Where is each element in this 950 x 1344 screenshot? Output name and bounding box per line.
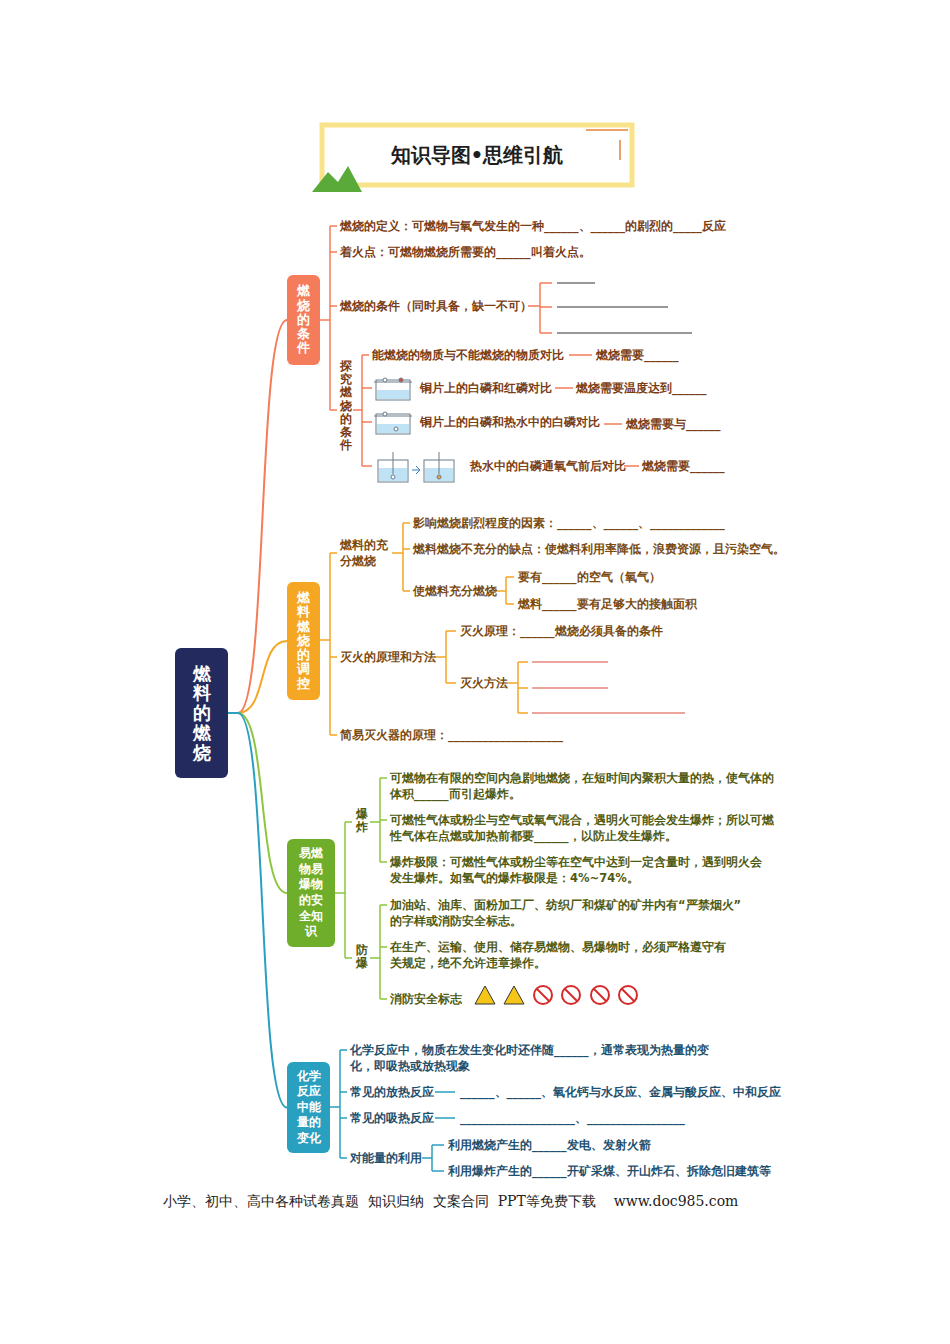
definition-text: 着火点：可燃物燃烧所需要的______叫着火点。 <box>340 244 591 260</box>
branch-text: 探究燃烧的条件 <box>340 360 352 452</box>
section-bracket <box>335 778 387 999</box>
branch-box: 易燃物易爆物的安全知识 <box>287 839 335 947</box>
experiment-text: 热水中的白磷通氧气前后对比 <box>470 458 626 474</box>
point-text: 在生产、运输、使用、储存易燃物、易爆物时，必须严格遵守有关规定，绝不允许违章操作… <box>390 939 730 971</box>
branch-text: 常见的吸热反应 <box>350 1110 434 1126</box>
node-text: 燃料燃烧的调控 <box>297 591 310 691</box>
branch-connector <box>228 713 287 1108</box>
point-text: 燃料燃烧不充分的缺点：使燃料利用率降低，浪费资源，且污染空气。 <box>413 541 785 557</box>
branch-text: 防爆 <box>356 944 368 970</box>
point-text: 化学反应中，物质在发生变化时还伴随______，通常表现为热量的变化，即吸热或放… <box>350 1042 715 1074</box>
point-text: 要有______的空气（氧气） <box>518 569 661 585</box>
definition-text: 燃烧的定义：可燃物与氧气发生的一种______、______的剧烈的_____反… <box>340 218 726 234</box>
branch-text: 常见的放热反应 <box>350 1084 434 1100</box>
conclusion-text: 燃烧需要温度达到______ <box>576 380 707 396</box>
branch-connector <box>228 641 287 713</box>
branch-text: 燃烧的条件（同时具备，缺一不可） <box>340 298 532 314</box>
branch-text: 灭火的原理和方法 <box>340 649 436 665</box>
safety-sign <box>475 986 637 1004</box>
experiment-text: 能燃烧的物质与不能燃烧的物质对比 <box>372 347 564 363</box>
point-text: 燃料______要有足够大的接触面积 <box>518 596 697 612</box>
branch-text: 燃料的充分燃烧 <box>340 537 390 569</box>
point-text: 可燃物在有限的空间内急剧地燃烧，在短时间内聚积大量的热，使气体的体积______… <box>390 770 775 802</box>
answer-blank <box>532 662 685 713</box>
point-text: 灭火方法 <box>460 675 508 691</box>
point-text: ______、______、氧化钙与水反应、金属与酸反应、中和反应 <box>460 1084 781 1100</box>
title-hills <box>312 166 362 192</box>
point-text: 爆炸极限：可燃性气体或粉尘等在空气中达到一定含量时，遇到明火会发生爆炸。如氢气的… <box>390 854 770 886</box>
point-text: 灭火原理：______燃烧必须具备的条件 <box>460 623 663 639</box>
node-text: 燃料的燃烧 <box>193 664 211 763</box>
conclusion-text: 燃烧需要______ <box>596 347 679 363</box>
branch-connector <box>228 320 287 713</box>
title-accent <box>586 130 628 160</box>
point-text: 加油站、油库、面粉加工厂、纺织厂和煤矿的矿井内有“严禁烟火”的字样或消防安全标志… <box>390 897 745 929</box>
point-text: 使燃料充分燃烧 <box>413 583 497 599</box>
point-text: 利用燃烧产生的______发电、发射火箭 <box>448 1137 651 1153</box>
node-text: 化学反应中能量的变化 <box>297 1069 321 1147</box>
point-text: 可燃性气体或粉尘与空气或氧气混合，遇明火可能会发生爆炸；所以可燃性气体在点燃或加… <box>390 812 775 844</box>
branch-text: 对能量的利用 <box>350 1150 422 1166</box>
section-bracket <box>320 226 639 466</box>
branch-box: 化学反应中能量的变化 <box>287 1062 330 1154</box>
conclusion-text: 燃烧需要与______ <box>626 416 721 432</box>
answer-blank <box>557 283 692 333</box>
point-text: 影响燃烧剧烈程度的因素：______、______、_____________ <box>413 515 725 531</box>
branch-box: 燃烧的条件 <box>287 275 320 365</box>
page-title: 知识导图•思维引航 <box>322 125 632 185</box>
point-text: 简易灭火器的原理：____________________ <box>340 727 563 743</box>
footer-text: 小学、初中、高中各种试卷真题 知识归纳 文案合同 PPT等免费下载 www.do… <box>163 1192 738 1212</box>
experiment-text: 铜片上的白磷和热水中的白磷对比 <box>420 414 600 430</box>
branch-connector <box>228 713 287 893</box>
root-topic: 燃料的燃烧 <box>175 648 228 778</box>
experiment-text: 铜片上的白磷和红磷对比 <box>420 380 552 396</box>
node-text: 燃烧的条件 <box>297 284 310 355</box>
point-text: ____________________、_________________ <box>460 1110 685 1126</box>
branch-text: 爆炸 <box>356 808 368 834</box>
point-text: 消防安全标志 <box>390 991 462 1007</box>
node-text: 易燃物易爆物的安全知识 <box>299 846 323 940</box>
point-text: 利用爆炸产生的______开矿采煤、开山炸石、拆除危旧建筑等 <box>448 1163 771 1179</box>
title-frame <box>322 125 632 185</box>
branch-box: 燃料燃烧的调控 <box>287 582 320 700</box>
conclusion-text: 燃烧需要______ <box>642 458 725 474</box>
